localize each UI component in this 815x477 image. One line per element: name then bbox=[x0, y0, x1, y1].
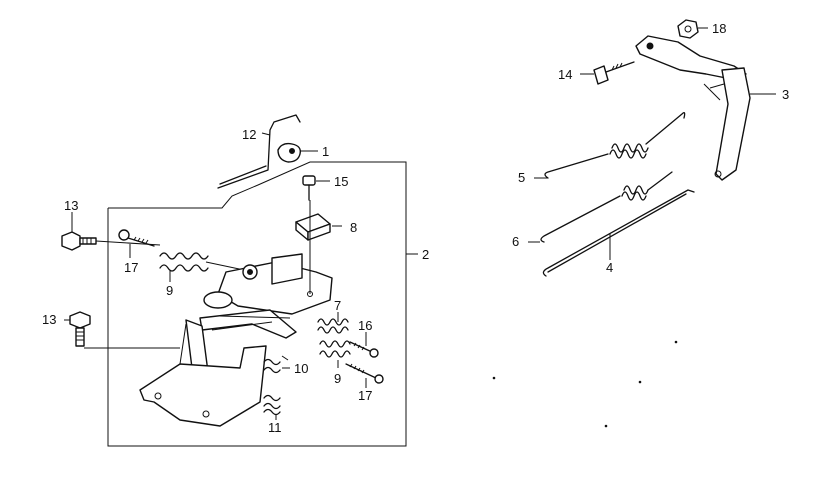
callout-13-lower: 13 bbox=[42, 312, 56, 327]
part-9-spring-upper bbox=[159, 252, 245, 282]
part-4-rod bbox=[542, 189, 695, 277]
part-15-bolt bbox=[302, 175, 330, 201]
part-18-nut bbox=[677, 19, 708, 39]
callout-4: 4 bbox=[606, 260, 613, 275]
callout-12: 12 bbox=[242, 127, 256, 142]
part-13-bolt-upper bbox=[61, 212, 161, 251]
callout-16: 16 bbox=[358, 318, 372, 333]
part-17-screw-lower bbox=[345, 363, 384, 388]
callout-2: 2 bbox=[422, 247, 429, 262]
callout-1: 1 bbox=[322, 144, 329, 159]
callout-17-lower: 17 bbox=[358, 388, 372, 403]
part-13-bolt-lower bbox=[64, 311, 180, 349]
control-base bbox=[139, 200, 333, 427]
callout-8: 8 bbox=[350, 220, 357, 235]
part-12-rod bbox=[217, 114, 301, 189]
callout-10: 10 bbox=[294, 361, 308, 376]
callout-6: 6 bbox=[512, 234, 519, 249]
scan-dots bbox=[492, 340, 678, 428]
callout-11: 11 bbox=[268, 420, 282, 435]
callout-9-lower: 9 bbox=[334, 371, 341, 386]
callout-3: 3 bbox=[782, 87, 789, 102]
callout-labels: 1 2 3 4 5 6 7 8 9 9 10 11 12 13 13 14 15… bbox=[42, 21, 789, 435]
callout-5: 5 bbox=[518, 170, 525, 185]
callout-15: 15 bbox=[334, 174, 348, 189]
part-3-lever bbox=[635, 35, 776, 181]
part-5-rod bbox=[534, 112, 686, 179]
part-11-spring bbox=[263, 394, 281, 420]
callout-18: 18 bbox=[712, 21, 726, 36]
callout-17-upper: 17 bbox=[124, 260, 138, 275]
callout-13-upper: 13 bbox=[64, 198, 78, 213]
part-8-clamp bbox=[295, 213, 342, 241]
assembly-bracket-lines bbox=[107, 161, 418, 447]
callout-7: 7 bbox=[334, 298, 341, 313]
callout-14: 14 bbox=[558, 67, 572, 82]
part-10-spring bbox=[263, 355, 290, 374]
part-14-bolt bbox=[580, 61, 635, 85]
part-7-spring bbox=[317, 312, 349, 334]
part-17-screw-upper bbox=[118, 229, 155, 258]
part-9-spring-lower bbox=[319, 340, 351, 368]
callout-9-upper: 9 bbox=[166, 283, 173, 298]
part-6-rod bbox=[528, 171, 673, 243]
part-1-clip bbox=[277, 142, 318, 163]
part-16-screw bbox=[349, 332, 379, 358]
